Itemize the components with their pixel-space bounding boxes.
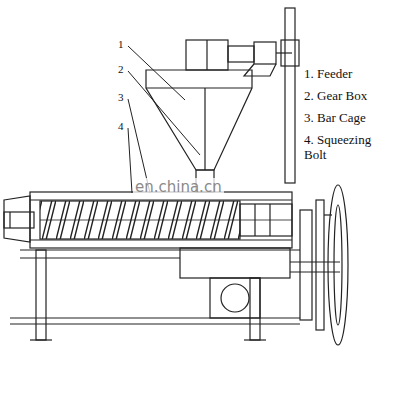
part-name: 4. Squeezing Bolt — [304, 132, 396, 162]
callout-number: 4 — [118, 120, 124, 132]
part-name: 2. Gear Box — [304, 88, 367, 103]
machine-frame — [10, 250, 300, 340]
belt-pulley — [300, 185, 348, 345]
gear-box — [228, 8, 299, 183]
callout-number: 1 — [118, 38, 124, 50]
callout-number: 3 — [118, 91, 124, 103]
feeder-hopper — [146, 40, 252, 192]
callout-number: 2 — [118, 63, 124, 75]
watermark: en.china.cn — [133, 178, 224, 196]
part-name: 1. Feeder — [304, 66, 352, 81]
bar-cage — [4, 192, 292, 248]
squeezing-bolt — [4, 212, 34, 228]
part-name: 3. Bar Cage — [304, 110, 366, 125]
leader-lines — [128, 46, 200, 193]
